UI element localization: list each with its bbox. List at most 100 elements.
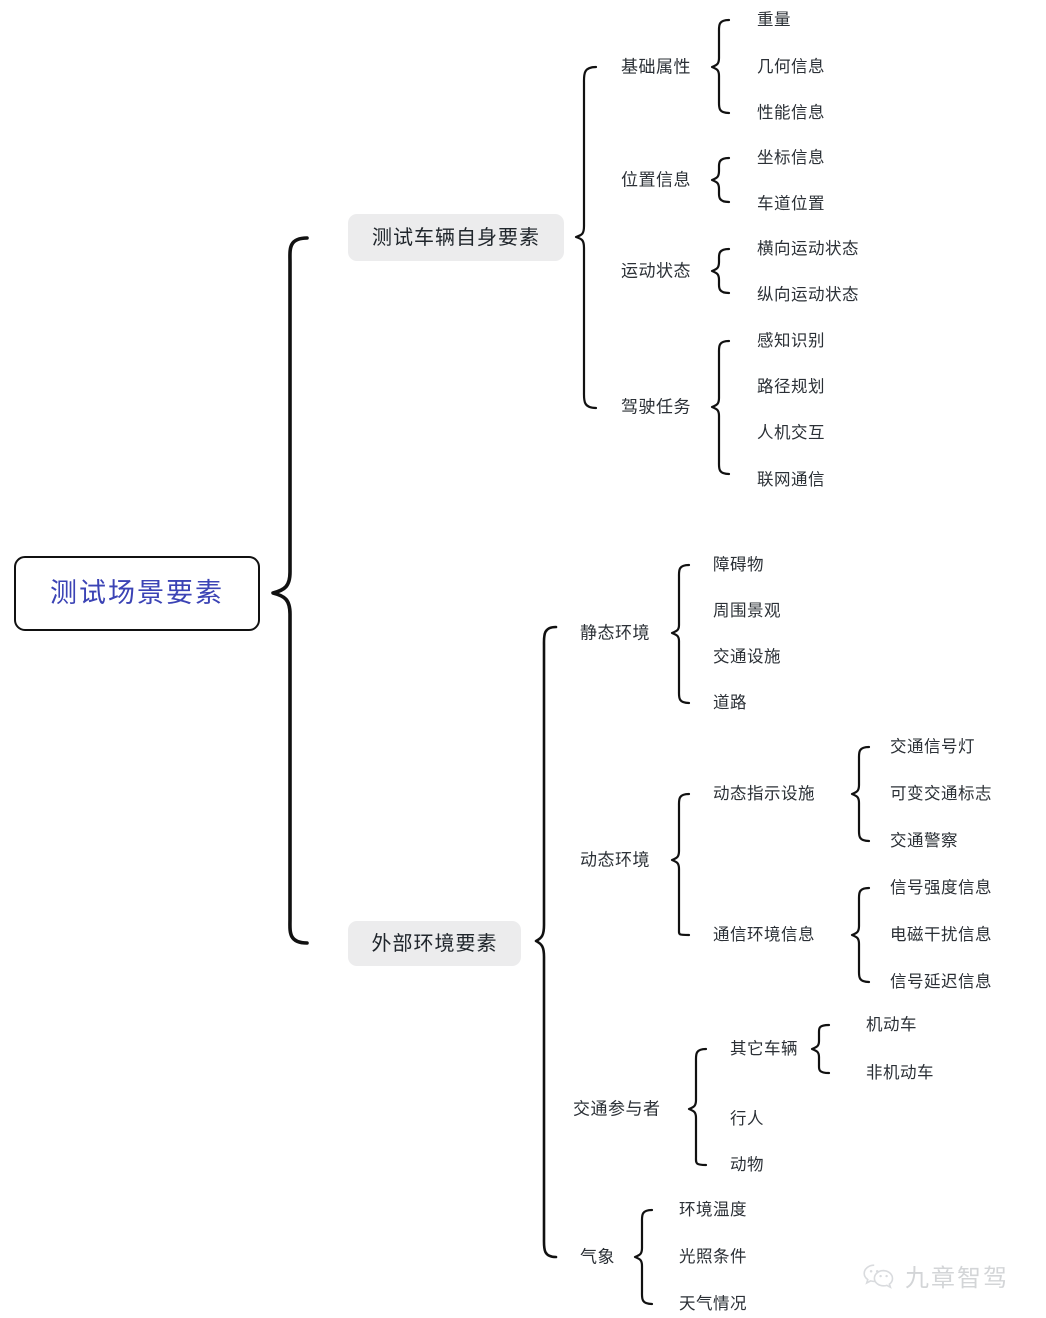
leaf-motor-vehicle-label: 机动车 (866, 1015, 917, 1034)
node-basic-attributes[interactable]: 基础属性 (621, 59, 691, 76)
brace-motion-state (710, 247, 731, 295)
branch-node-external-env-label: 外部环境要素 (371, 932, 498, 955)
node-position-info-label: 位置信息 (621, 170, 691, 190)
leaf-weight[interactable]: 重量 (757, 12, 791, 29)
leaf-perception-recognition-label: 感知识别 (757, 331, 825, 350)
node-communication-environment-info[interactable]: 通信环境信息 (713, 927, 815, 944)
node-driving-task[interactable]: 驾驶任务 (621, 399, 691, 416)
leaf-electromagnetic-interference-info-label: 电磁干扰信息 (890, 925, 992, 944)
leaf-coordinate-info-label: 坐标信息 (757, 148, 825, 167)
leaf-longitudinal-motion-state[interactable]: 纵向运动状态 (757, 287, 859, 304)
brace-position-info (710, 156, 731, 204)
brace-comm-env (850, 886, 871, 984)
node-weather[interactable]: 气象 (580, 1249, 615, 1266)
leaf-lane-position[interactable]: 车道位置 (757, 196, 825, 213)
leaf-motor-vehicle[interactable]: 机动车 (866, 1017, 917, 1034)
leaf-geometry-info-label: 几何信息 (757, 57, 825, 76)
brace-weather (633, 1208, 654, 1306)
leaf-signal-delay-info[interactable]: 信号延迟信息 (890, 974, 992, 991)
branch-node-external-env[interactable]: 外部环境要素 (348, 921, 521, 966)
brace-basic-attr (710, 18, 731, 115)
node-other-vehicles-label: 其它车辆 (730, 1039, 798, 1058)
root-node-label: 测试场景要素 (50, 578, 224, 608)
leaf-surrounding-landscape-label: 周围景观 (713, 601, 781, 620)
leaf-signal-strength-info-label: 信号强度信息 (890, 878, 992, 897)
brace-traffic-participant (687, 1047, 708, 1167)
node-weather-label: 气象 (580, 1247, 615, 1267)
leaf-pedestrian[interactable]: 行人 (730, 1111, 764, 1128)
brace-vehicle (574, 65, 598, 410)
branch-node-vehicle[interactable]: 测试车辆自身要素 (348, 214, 564, 261)
leaf-longitudinal-motion-state-label: 纵向运动状态 (757, 285, 859, 304)
leaf-performance-info[interactable]: 性能信息 (757, 105, 825, 122)
leaf-perception-recognition[interactable]: 感知识别 (757, 333, 825, 350)
wechat-icon (863, 1263, 894, 1289)
root-node[interactable]: 测试场景要素 (14, 556, 260, 631)
node-traffic-participants-label: 交通参与者 (573, 1099, 661, 1119)
leaf-traffic-police[interactable]: 交通警察 (890, 833, 958, 850)
leaf-variable-traffic-sign-label: 可变交通标志 (890, 784, 992, 803)
node-basic-attributes-label: 基础属性 (621, 57, 691, 77)
leaf-animal[interactable]: 动物 (730, 1157, 764, 1174)
leaf-coordinate-info[interactable]: 坐标信息 (757, 150, 825, 167)
node-driving-task-label: 驾驶任务 (621, 397, 691, 417)
leaf-path-planning-label: 路径规划 (757, 377, 825, 396)
leaf-lateral-motion-state[interactable]: 横向运动状态 (757, 241, 859, 258)
leaf-traffic-signal-light-label: 交通信号灯 (890, 737, 975, 756)
brace-root (271, 236, 309, 945)
branch-node-vehicle-label: 测试车辆自身要素 (372, 226, 540, 249)
node-dynamic-indicator-facility-label: 动态指示设施 (713, 784, 815, 803)
brace-external-env (534, 625, 558, 1259)
node-other-vehicles[interactable]: 其它车辆 (730, 1041, 798, 1058)
leaf-signal-strength-info[interactable]: 信号强度信息 (890, 880, 992, 897)
leaf-traffic-police-label: 交通警察 (890, 831, 958, 850)
leaf-non-motor-vehicle-label: 非机动车 (866, 1063, 934, 1082)
node-traffic-participants[interactable]: 交通参与者 (573, 1101, 661, 1118)
leaf-lateral-motion-state-label: 横向运动状态 (757, 239, 859, 258)
leaf-geometry-info[interactable]: 几何信息 (757, 59, 825, 76)
node-motion-state-label: 运动状态 (621, 261, 691, 281)
leaf-human-machine-interaction[interactable]: 人机交互 (757, 425, 825, 442)
leaf-network-communication[interactable]: 联网通信 (757, 472, 825, 489)
node-dynamic-indicator-facility[interactable]: 动态指示设施 (713, 786, 815, 803)
leaf-ambient-temperature-label: 环境温度 (679, 1200, 747, 1219)
leaf-traffic-facility-label: 交通设施 (713, 647, 781, 666)
leaf-network-communication-label: 联网通信 (757, 470, 825, 489)
node-motion-state[interactable]: 运动状态 (621, 263, 691, 280)
leaf-pedestrian-label: 行人 (730, 1109, 764, 1128)
leaf-road-label: 道路 (713, 693, 747, 712)
leaf-electromagnetic-interference-info[interactable]: 电磁干扰信息 (890, 927, 992, 944)
leaf-weather-condition[interactable]: 天气情况 (679, 1296, 747, 1313)
leaf-surrounding-landscape[interactable]: 周围景观 (713, 603, 781, 620)
leaf-signal-delay-info-label: 信号延迟信息 (890, 972, 992, 991)
node-communication-environment-info-label: 通信环境信息 (713, 925, 815, 944)
leaf-path-planning[interactable]: 路径规划 (757, 379, 825, 396)
node-static-environment[interactable]: 静态环境 (580, 625, 650, 642)
leaf-traffic-facility[interactable]: 交通设施 (713, 649, 781, 666)
leaf-weather-condition-label: 天气情况 (679, 1294, 747, 1313)
brace-static-env (670, 563, 691, 705)
leaf-road[interactable]: 道路 (713, 695, 747, 712)
leaf-variable-traffic-sign[interactable]: 可变交通标志 (890, 786, 992, 803)
watermark: 九章智驾 (862, 1258, 1009, 1293)
brace-dynamic-env (670, 792, 691, 937)
leaf-lighting-condition[interactable]: 光照条件 (679, 1249, 747, 1266)
leaf-lighting-condition-label: 光照条件 (679, 1247, 747, 1266)
leaf-animal-label: 动物 (730, 1155, 764, 1174)
node-dynamic-environment-label: 动态环境 (580, 850, 650, 870)
leaf-obstacle-label: 障碍物 (713, 555, 764, 574)
leaf-non-motor-vehicle[interactable]: 非机动车 (866, 1065, 934, 1082)
leaf-ambient-temperature[interactable]: 环境温度 (679, 1202, 747, 1219)
brace-driving-task (710, 339, 731, 476)
watermark-text: 九章智驾 (905, 1265, 1009, 1292)
brace-dynamic-facility (850, 745, 871, 843)
node-dynamic-environment[interactable]: 动态环境 (580, 852, 650, 869)
leaf-weight-label: 重量 (757, 10, 791, 29)
brace-other-vehicle (810, 1023, 831, 1075)
leaf-obstacle[interactable]: 障碍物 (713, 557, 764, 574)
node-position-info[interactable]: 位置信息 (621, 172, 691, 189)
node-static-environment-label: 静态环境 (580, 623, 650, 643)
leaf-traffic-signal-light[interactable]: 交通信号灯 (890, 739, 975, 756)
